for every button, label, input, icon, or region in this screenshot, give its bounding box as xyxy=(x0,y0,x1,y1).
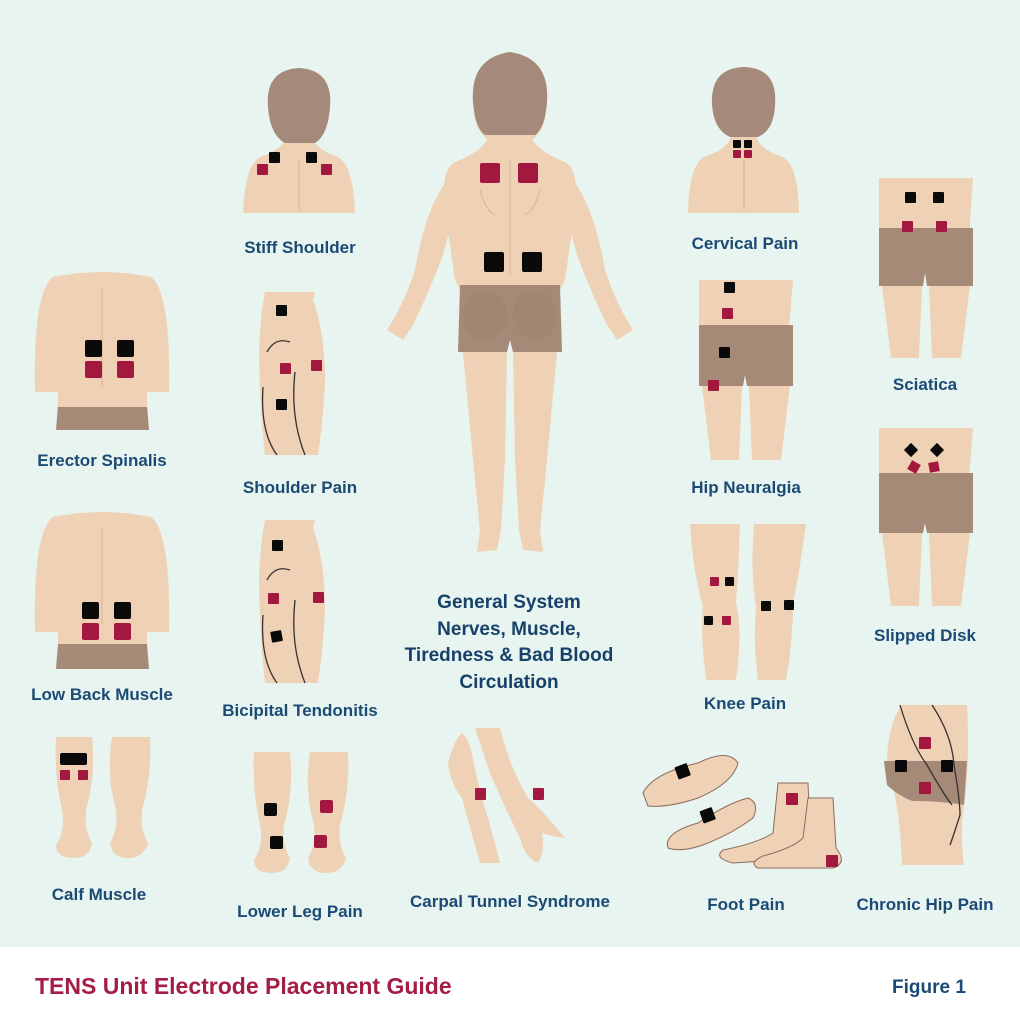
caption-line-4: Circulation xyxy=(459,671,559,693)
caption-line-2: Nerves, Muscle, xyxy=(437,618,581,640)
label-knee-pain: Knee Pain xyxy=(703,694,787,713)
shoulder-pain-figure xyxy=(259,292,325,456)
label-stiff-shoulder: Stiff Shoulder xyxy=(244,238,356,257)
erector-spinalis-figure xyxy=(34,272,170,430)
foot-pain-figure xyxy=(642,755,842,869)
figure-number: Figure 1 xyxy=(892,977,966,998)
label-cervical-pain: Cervical Pain xyxy=(691,234,799,253)
calf-muscle-figure xyxy=(55,737,151,858)
knee-pain-figure xyxy=(690,524,806,680)
label-low-back-muscle: Low Back Muscle xyxy=(31,685,173,704)
label-sciatica: Sciatica xyxy=(892,375,958,394)
label-foot-pain: Foot Pain xyxy=(707,895,785,914)
chronic-hip-pain-figure xyxy=(884,704,968,865)
slipped-disk-figure xyxy=(879,428,973,606)
label-erector-spinalis: Erector Spinalis xyxy=(37,451,167,470)
bicipital-tendonitis-figure xyxy=(259,520,325,684)
cervical-pain-figure xyxy=(688,67,799,213)
label-chronic-hip-pain: Chronic Hip Pain xyxy=(856,895,994,914)
hip-neuralgia-figure xyxy=(699,280,793,460)
label-slipped-disk: Slipped Disk xyxy=(873,626,977,645)
caption-line-3: Tiredness & Bad Blood xyxy=(404,645,614,666)
stiff-shoulder-figure xyxy=(243,68,355,213)
label-calf-muscle: Calf Muscle xyxy=(51,885,147,904)
general-system-figure xyxy=(387,52,633,552)
general-system-caption: General System Nerves, Muscle, Tiredness… xyxy=(379,590,639,696)
label-bicipital-tendonitis: Bicipital Tendonitis xyxy=(222,701,378,720)
label-shoulder-pain: Shoulder Pain xyxy=(242,478,358,497)
low-back-muscle-figure xyxy=(34,512,170,669)
label-carpal-tunnel: Carpal Tunnel Syndrome xyxy=(410,892,610,911)
caption-line-1: General System xyxy=(437,592,581,613)
label-lower-leg-pain: Lower Leg Pain xyxy=(237,902,363,921)
figure-title: TENS Unit Electrode Placement Guide xyxy=(35,973,452,999)
lower-leg-pain-figure xyxy=(253,752,349,873)
label-hip-neuralgia: Hip Neuralgia xyxy=(691,478,801,497)
carpal-tunnel-figure xyxy=(448,728,565,863)
sciatica-figure xyxy=(879,178,973,358)
